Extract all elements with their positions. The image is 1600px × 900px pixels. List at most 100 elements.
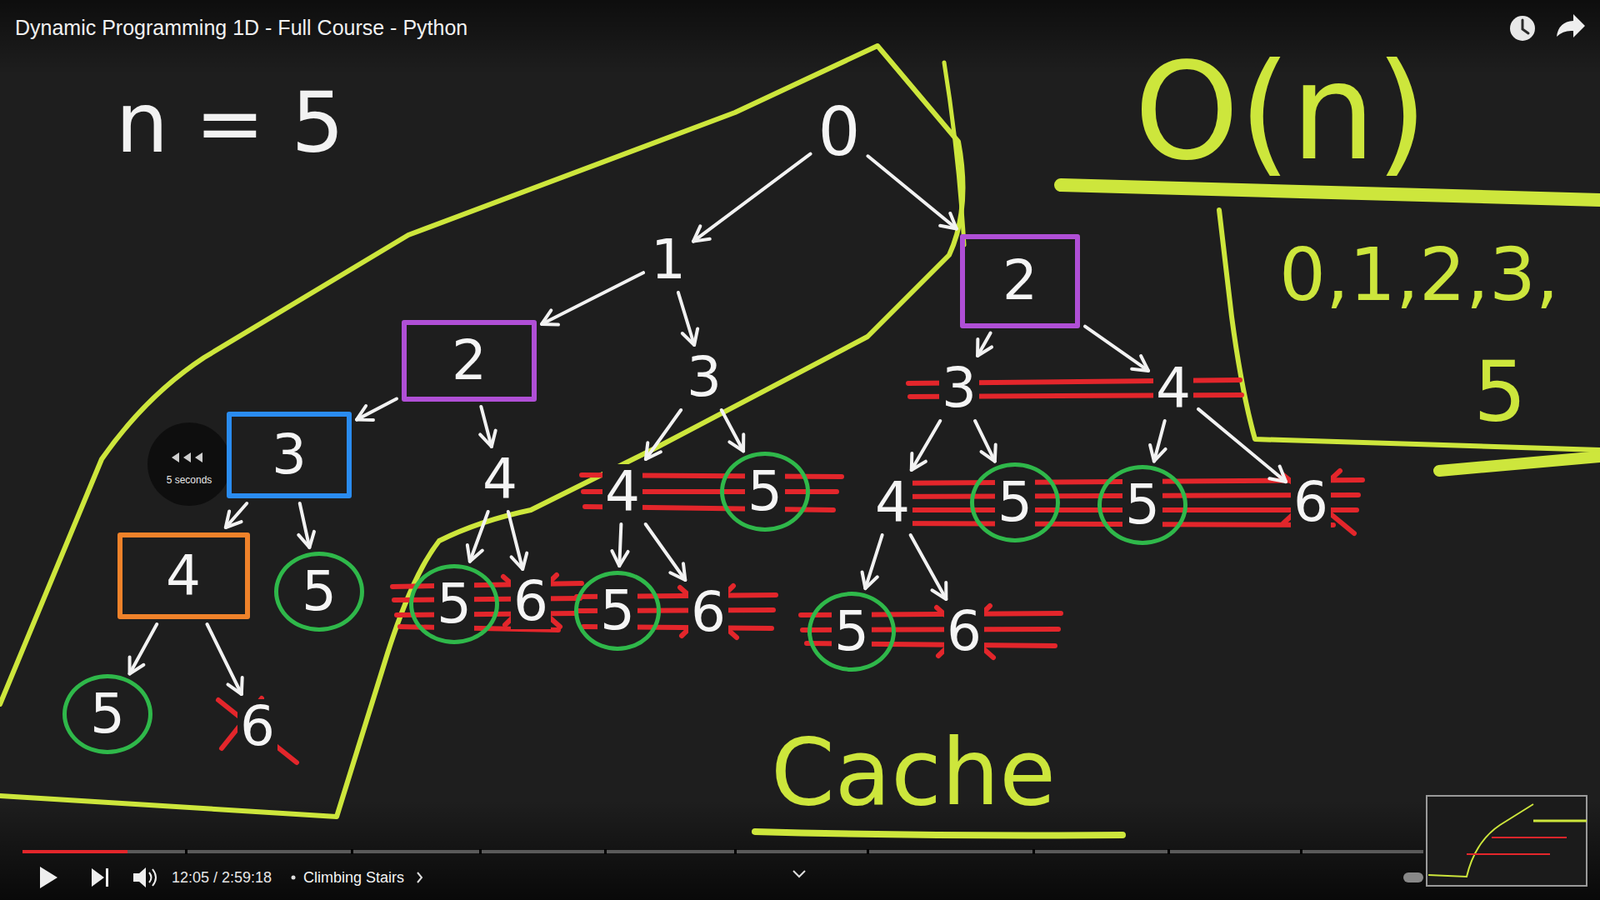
- video-timestamp: 12:05 / 2:59:18: [171, 870, 272, 886]
- arrow-head: [693, 225, 710, 241]
- base-case-circle: 5: [409, 564, 500, 645]
- recursion-arrow: [867, 155, 956, 229]
- arrow-head: [931, 582, 946, 600]
- progress-played: [22, 850, 128, 854]
- cache-value: 5: [1473, 348, 1527, 436]
- recursion-arrow: [130, 624, 158, 675]
- recursion-arrow: [1085, 326, 1149, 371]
- recursion-arrow: [645, 410, 681, 460]
- recursion-arrow: [508, 511, 527, 570]
- arrow-head: [480, 430, 496, 447]
- separator-dot: [291, 875, 296, 880]
- call-box: 4: [117, 532, 250, 620]
- recursion-arrow: [207, 624, 243, 695]
- arrow-line: [645, 524, 686, 580]
- arrow-head: [862, 572, 878, 590]
- step-number: 0: [815, 99, 864, 166]
- recursion-arrow: [356, 399, 397, 420]
- arrow-head: [356, 405, 374, 420]
- step-value: 5: [995, 475, 1035, 530]
- step-value: 5: [597, 583, 638, 639]
- step-value: 5: [831, 604, 872, 660]
- step-value: 4: [602, 464, 643, 520]
- step-number: 6: [944, 604, 985, 660]
- call-box: 2: [960, 234, 1080, 329]
- video-title: Dynamic Programming 1D - Full Course - P…: [15, 15, 468, 40]
- step-value: 6: [510, 574, 551, 630]
- arrow-head: [1150, 445, 1166, 461]
- rewind-icon: [171, 452, 203, 463]
- step-value: 0: [815, 99, 864, 166]
- arrow-line: [645, 410, 681, 460]
- cache-box: [1219, 210, 1600, 450]
- recursion-arrow: [1150, 420, 1166, 461]
- recursion-arrow: [911, 420, 940, 470]
- arrow-line: [356, 399, 397, 420]
- recursion-arrow: [975, 420, 996, 462]
- step-number: 3: [684, 350, 725, 405]
- arrow-head: [225, 510, 242, 528]
- step-value: 5: [87, 686, 128, 742]
- step-number: 4: [480, 451, 520, 507]
- recursion-arrow: [862, 535, 883, 589]
- arrow-head: [511, 553, 528, 570]
- cache-caption: Cache: [770, 725, 1056, 822]
- step-value: 5: [1122, 477, 1163, 533]
- step-value: 5: [299, 564, 340, 620]
- watch-later-icon: [1510, 15, 1535, 41]
- base-case-circle: 5: [274, 551, 365, 632]
- step-value: 4: [872, 475, 913, 530]
- memo-region: [0, 45, 963, 817]
- recursion-arrow: [678, 292, 698, 345]
- recursion-arrow: [541, 272, 644, 325]
- arrow-line: [541, 272, 644, 325]
- chapter-chevron: [417, 872, 422, 883]
- recursion-arrow: [1198, 409, 1286, 482]
- step-value: 6: [944, 604, 985, 660]
- step-number: 6: [510, 574, 551, 630]
- arrow-head: [940, 213, 957, 230]
- recursion-arrow: [721, 410, 744, 451]
- step-value: 3: [939, 360, 980, 416]
- recursion-arrow: [611, 524, 628, 566]
- step-value: 2: [449, 333, 490, 389]
- arrow-head: [645, 442, 661, 460]
- base-case-circle: 5: [62, 674, 153, 755]
- base-case-circle: 5: [807, 591, 896, 672]
- play-icon: [40, 866, 58, 889]
- seek-overlay-text: 5 seconds: [166, 475, 213, 486]
- base-case-circle: 5: [1097, 465, 1188, 545]
- step-number: 1: [648, 232, 689, 288]
- complexity-note: O(n): [1134, 42, 1428, 183]
- arrow-head: [467, 545, 483, 562]
- memo-region-stroke: [944, 62, 965, 245]
- arrow-head: [611, 550, 628, 566]
- step-value: 3: [269, 427, 310, 483]
- preview-thumbnail: [1426, 795, 1587, 886]
- chapter-gaps: [185, 849, 1303, 855]
- arrow-line: [207, 624, 242, 695]
- step-number: 6: [237, 699, 278, 755]
- arrow-line: [721, 410, 744, 451]
- step-number: 6: [688, 585, 729, 640]
- recursion-arrow: [467, 511, 489, 562]
- complexity-underline: [1060, 185, 1600, 200]
- recursion-arrow: [977, 333, 992, 357]
- cache-box-underline: [1439, 456, 1600, 471]
- recursion-arrow: [225, 503, 247, 528]
- toggle-switch: [1403, 872, 1424, 883]
- recursion-arrow: [693, 154, 811, 242]
- share-icon: [1556, 14, 1585, 38]
- arrow-line: [619, 524, 621, 566]
- arrow-head: [1269, 466, 1286, 483]
- arrow-line: [910, 535, 947, 600]
- arrow-head: [911, 453, 926, 470]
- step-value: 1: [648, 232, 689, 288]
- base-case-circle: 5: [574, 570, 661, 651]
- expand-chevron: [793, 870, 805, 877]
- cache-values: 0,1,2,3,: [1279, 236, 1560, 314]
- arrow-head: [981, 445, 996, 462]
- base-case-circle: 5: [970, 462, 1060, 543]
- call-box: 2: [401, 320, 537, 402]
